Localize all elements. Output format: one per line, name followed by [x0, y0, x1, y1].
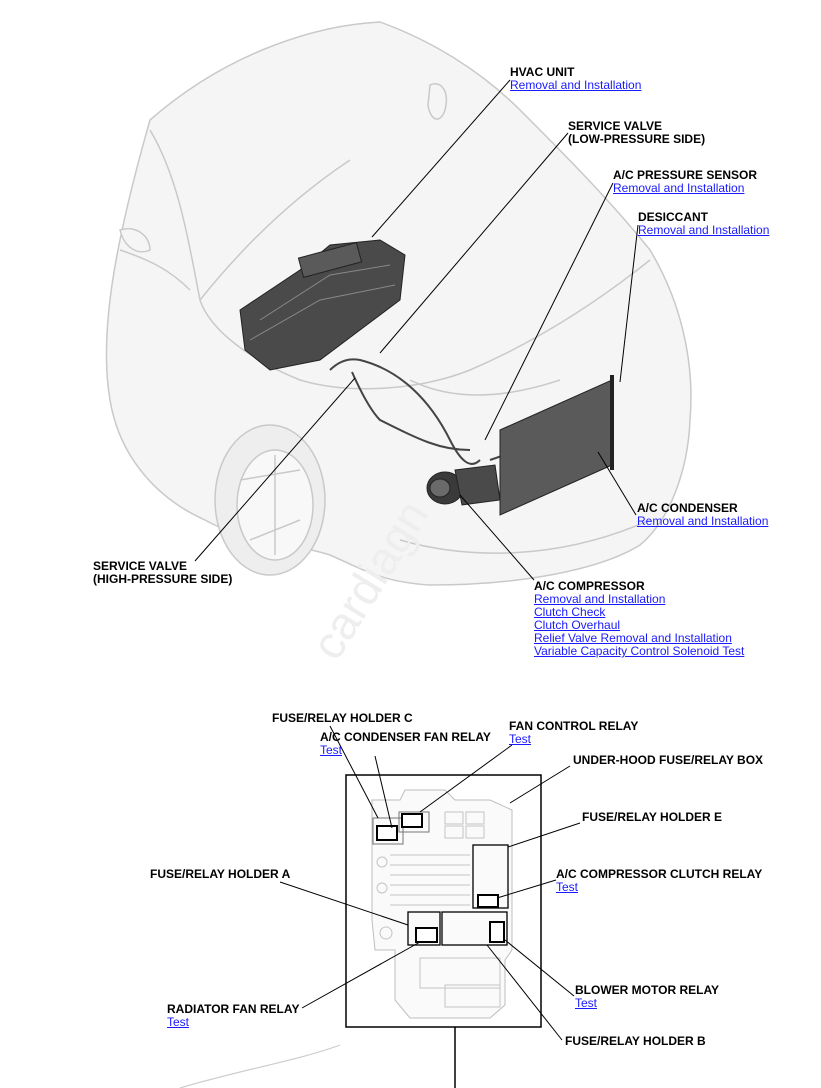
callout-title: HVAC UNIT — [510, 65, 575, 79]
callout-title: A/C COMPRESSOR CLUTCH RELAY — [556, 867, 763, 881]
callout-ac-pressure-sensor: A/C PRESSURE SENSOR Removal and Installa… — [613, 169, 757, 195]
callout-title: SERVICE VALVE — [93, 559, 188, 573]
ac-compressor-graphic — [426, 464, 501, 506]
callout-title: FUSE/RELAY HOLDER E — [582, 810, 723, 824]
fuse-box-leader-lines — [279, 725, 581, 1041]
callout-title: A/C CONDENSER — [637, 501, 738, 515]
callout-title: A/C CONDENSER FAN RELAY — [320, 730, 491, 744]
callout-radiator-fan-relay: RADIATOR FAN RELAY Test — [167, 1003, 299, 1029]
callout-title: FAN CONTROL RELAY — [509, 719, 639, 733]
callout-title: BLOWER MOTOR RELAY — [575, 983, 720, 997]
callout-fuse-relay-holder-e: FUSE/RELAY HOLDER E — [582, 811, 722, 824]
callout-title: FUSE/RELAY HOLDER B — [565, 1034, 706, 1048]
condenser-fan-relay-test-link[interactable]: Test — [320, 743, 343, 757]
callout-title: A/C PRESSURE SENSOR — [613, 168, 758, 182]
relief-valve-link[interactable]: Relief Valve Removal and Installation — [534, 631, 732, 645]
blower-motor-relay-test-link[interactable]: Test — [575, 996, 598, 1010]
callout-ac-compressor-clutch-relay: A/C COMPRESSOR CLUTCH RELAY Test — [556, 868, 762, 894]
ac-condenser-graphic — [499, 375, 614, 516]
hvac-unit-graphic — [239, 239, 406, 371]
callout-fuse-relay-holder-a: FUSE/RELAY HOLDER A — [150, 868, 290, 881]
solenoid-test-link[interactable]: Variable Capacity Control Solenoid Test — [534, 644, 745, 658]
leader-lines — [194, 79, 639, 581]
callout-title: RADIATOR FAN RELAY — [167, 1002, 300, 1016]
radiator-fan-relay-test-link[interactable]: Test — [167, 1015, 190, 1029]
clutch-check-link[interactable]: Clutch Check — [534, 605, 606, 619]
callout-subtitle: (HIGH-PRESSURE SIDE) — [93, 572, 233, 586]
clutch-relay-test-link[interactable]: Test — [556, 880, 579, 894]
callout-title: SERVICE VALVE — [568, 119, 663, 133]
hvac-removal-link[interactable]: Removal and Installation — [510, 78, 642, 92]
callout-ac-condenser-fan-relay: A/C CONDENSER FAN RELAY Test — [320, 731, 491, 757]
callout-subtitle: (LOW-PRESSURE SIDE) — [568, 132, 706, 146]
callout-service-valve-high: SERVICE VALVE (HIGH-PRESSURE SIDE) — [93, 560, 232, 586]
callout-hvac-unit: HVAC UNIT Removal and Installation — [510, 66, 641, 92]
callout-ac-condenser: A/C CONDENSER Removal and Installation — [637, 502, 768, 528]
fuse-box-frame — [179, 774, 542, 1088]
callout-blower-motor-relay: BLOWER MOTOR RELAY Test — [575, 984, 719, 1010]
callout-service-valve-low: SERVICE VALVE (LOW-PRESSURE SIDE) — [568, 120, 705, 146]
pressure-sensor-removal-link[interactable]: Removal and Installation — [613, 181, 745, 195]
callout-desiccant: DESICCANT Removal and Installation — [638, 211, 769, 237]
callout-under-hood-box: UNDER-HOOD FUSE/RELAY BOX — [573, 754, 763, 767]
callout-fan-control-relay: FAN CONTROL RELAY Test — [509, 720, 638, 746]
callout-title: UNDER-HOOD FUSE/RELAY BOX — [573, 753, 764, 767]
callout-ac-compressor: A/C COMPRESSOR Removal and Installation … — [534, 580, 744, 658]
callout-title: DESICCANT — [638, 210, 709, 224]
compressor-removal-link[interactable]: Removal and Installation — [534, 592, 666, 606]
desiccant-removal-link[interactable]: Removal and Installation — [638, 223, 770, 237]
callout-fuse-relay-holder-c: FUSE/RELAY HOLDER C — [272, 712, 413, 725]
callout-title: FUSE/RELAY HOLDER A — [150, 867, 291, 881]
callout-fuse-relay-holder-b: FUSE/RELAY HOLDER B — [565, 1035, 706, 1048]
fan-control-relay-test-link[interactable]: Test — [509, 732, 532, 746]
callout-title: FUSE/RELAY HOLDER C — [272, 711, 413, 725]
clutch-overhaul-link[interactable]: Clutch Overhaul — [534, 618, 621, 632]
callout-title: A/C COMPRESSOR — [534, 579, 645, 593]
condenser-removal-link[interactable]: Removal and Installation — [637, 514, 769, 528]
